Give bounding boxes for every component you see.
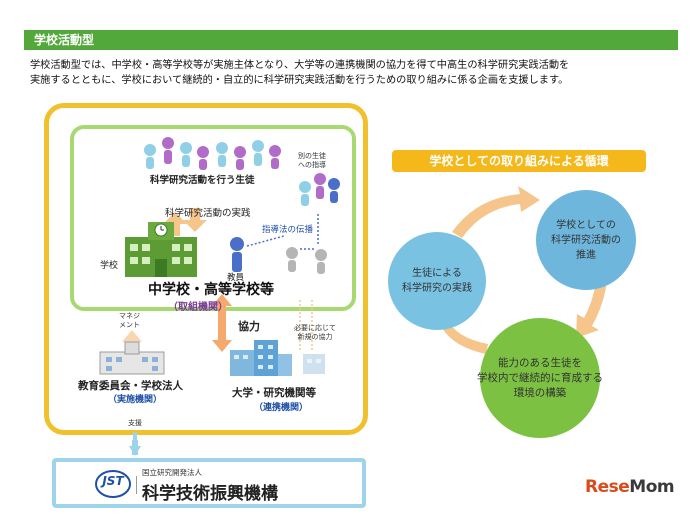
as-needed-label: 必要に応じて 新規の協力 bbox=[294, 324, 336, 341]
intro-line-1: 学校活動型では、中学校・高等学校等が実施主体となり、大学等の連携機関の協力を得て… bbox=[30, 60, 570, 71]
cooperation-label: 協力 bbox=[238, 320, 260, 333]
jst-logo-icon: JST bbox=[94, 466, 132, 500]
resemom-logo: ReseMom bbox=[585, 477, 675, 497]
method-label: 指導法の伝播 bbox=[262, 225, 314, 235]
univ-role-label: （連携機関） bbox=[254, 403, 309, 413]
school-building-icon bbox=[125, 222, 197, 277]
intro-line-2: 実施するとともに、学校において継続的・自立的に科学研究実践活動を行うための取り組… bbox=[30, 75, 569, 86]
new-partner-building-icon bbox=[303, 354, 325, 374]
teacher-label: 教員 bbox=[227, 273, 245, 283]
student-figures-icon bbox=[144, 137, 281, 170]
jst-box: JST 国立研究開発法人 科学技術振興機構 bbox=[52, 458, 366, 508]
practice-label: 科学研究活動の実践 bbox=[165, 208, 251, 219]
board-role-label: （実施機関） bbox=[108, 395, 163, 405]
cycle-node-practice: 生徒による 科学研究の実践 bbox=[388, 232, 486, 330]
school-label: 学校 bbox=[100, 261, 119, 271]
jst-sub: 国立研究開発法人 bbox=[142, 468, 202, 477]
other-students-icon bbox=[299, 173, 340, 206]
intro-text: 学校活動型では、中学校・高等学校等が実施主体となり、大学等の連携機関の協力を得て… bbox=[30, 58, 670, 88]
outer-frame bbox=[44, 103, 368, 435]
management-label: マネジ メント bbox=[119, 312, 140, 329]
cycle-node-environment: 能力のある生徒を 学校内で継続的に育成する 環境の構築 bbox=[477, 318, 603, 438]
univ-label: 大学・研究機関等 bbox=[232, 387, 316, 399]
logo-prefix: Rese bbox=[585, 477, 630, 497]
jst-name: 科学技術振興機構 bbox=[142, 484, 278, 504]
jst-mark: JST bbox=[102, 474, 124, 488]
other-students-label: 別の生徒 への指導 bbox=[298, 152, 326, 169]
section-header: 学校活動型 bbox=[24, 30, 678, 50]
jst-separator bbox=[136, 476, 137, 494]
cycle-node-promotion: 学校としての 科学研究活動の 推進 bbox=[536, 190, 636, 290]
main-role-label: （取組機関） bbox=[168, 302, 228, 313]
logo-suffix: Mom bbox=[629, 477, 675, 497]
teacher-icon bbox=[230, 237, 244, 272]
main-org-label: 中学校・高等学校等 bbox=[148, 282, 274, 298]
students-label: 科学研究活動を行う生徒 bbox=[150, 175, 255, 186]
inner-frame bbox=[70, 125, 356, 311]
board-building-icon bbox=[99, 341, 165, 375]
university-building-icon bbox=[230, 340, 292, 376]
cycle-title: 学校としての取り組みによる循環 bbox=[392, 150, 646, 172]
trainee-figures-icon bbox=[286, 247, 327, 274]
support-label: 支援 bbox=[128, 419, 142, 427]
board-label: 教育委員会・学校法人 bbox=[78, 380, 183, 392]
